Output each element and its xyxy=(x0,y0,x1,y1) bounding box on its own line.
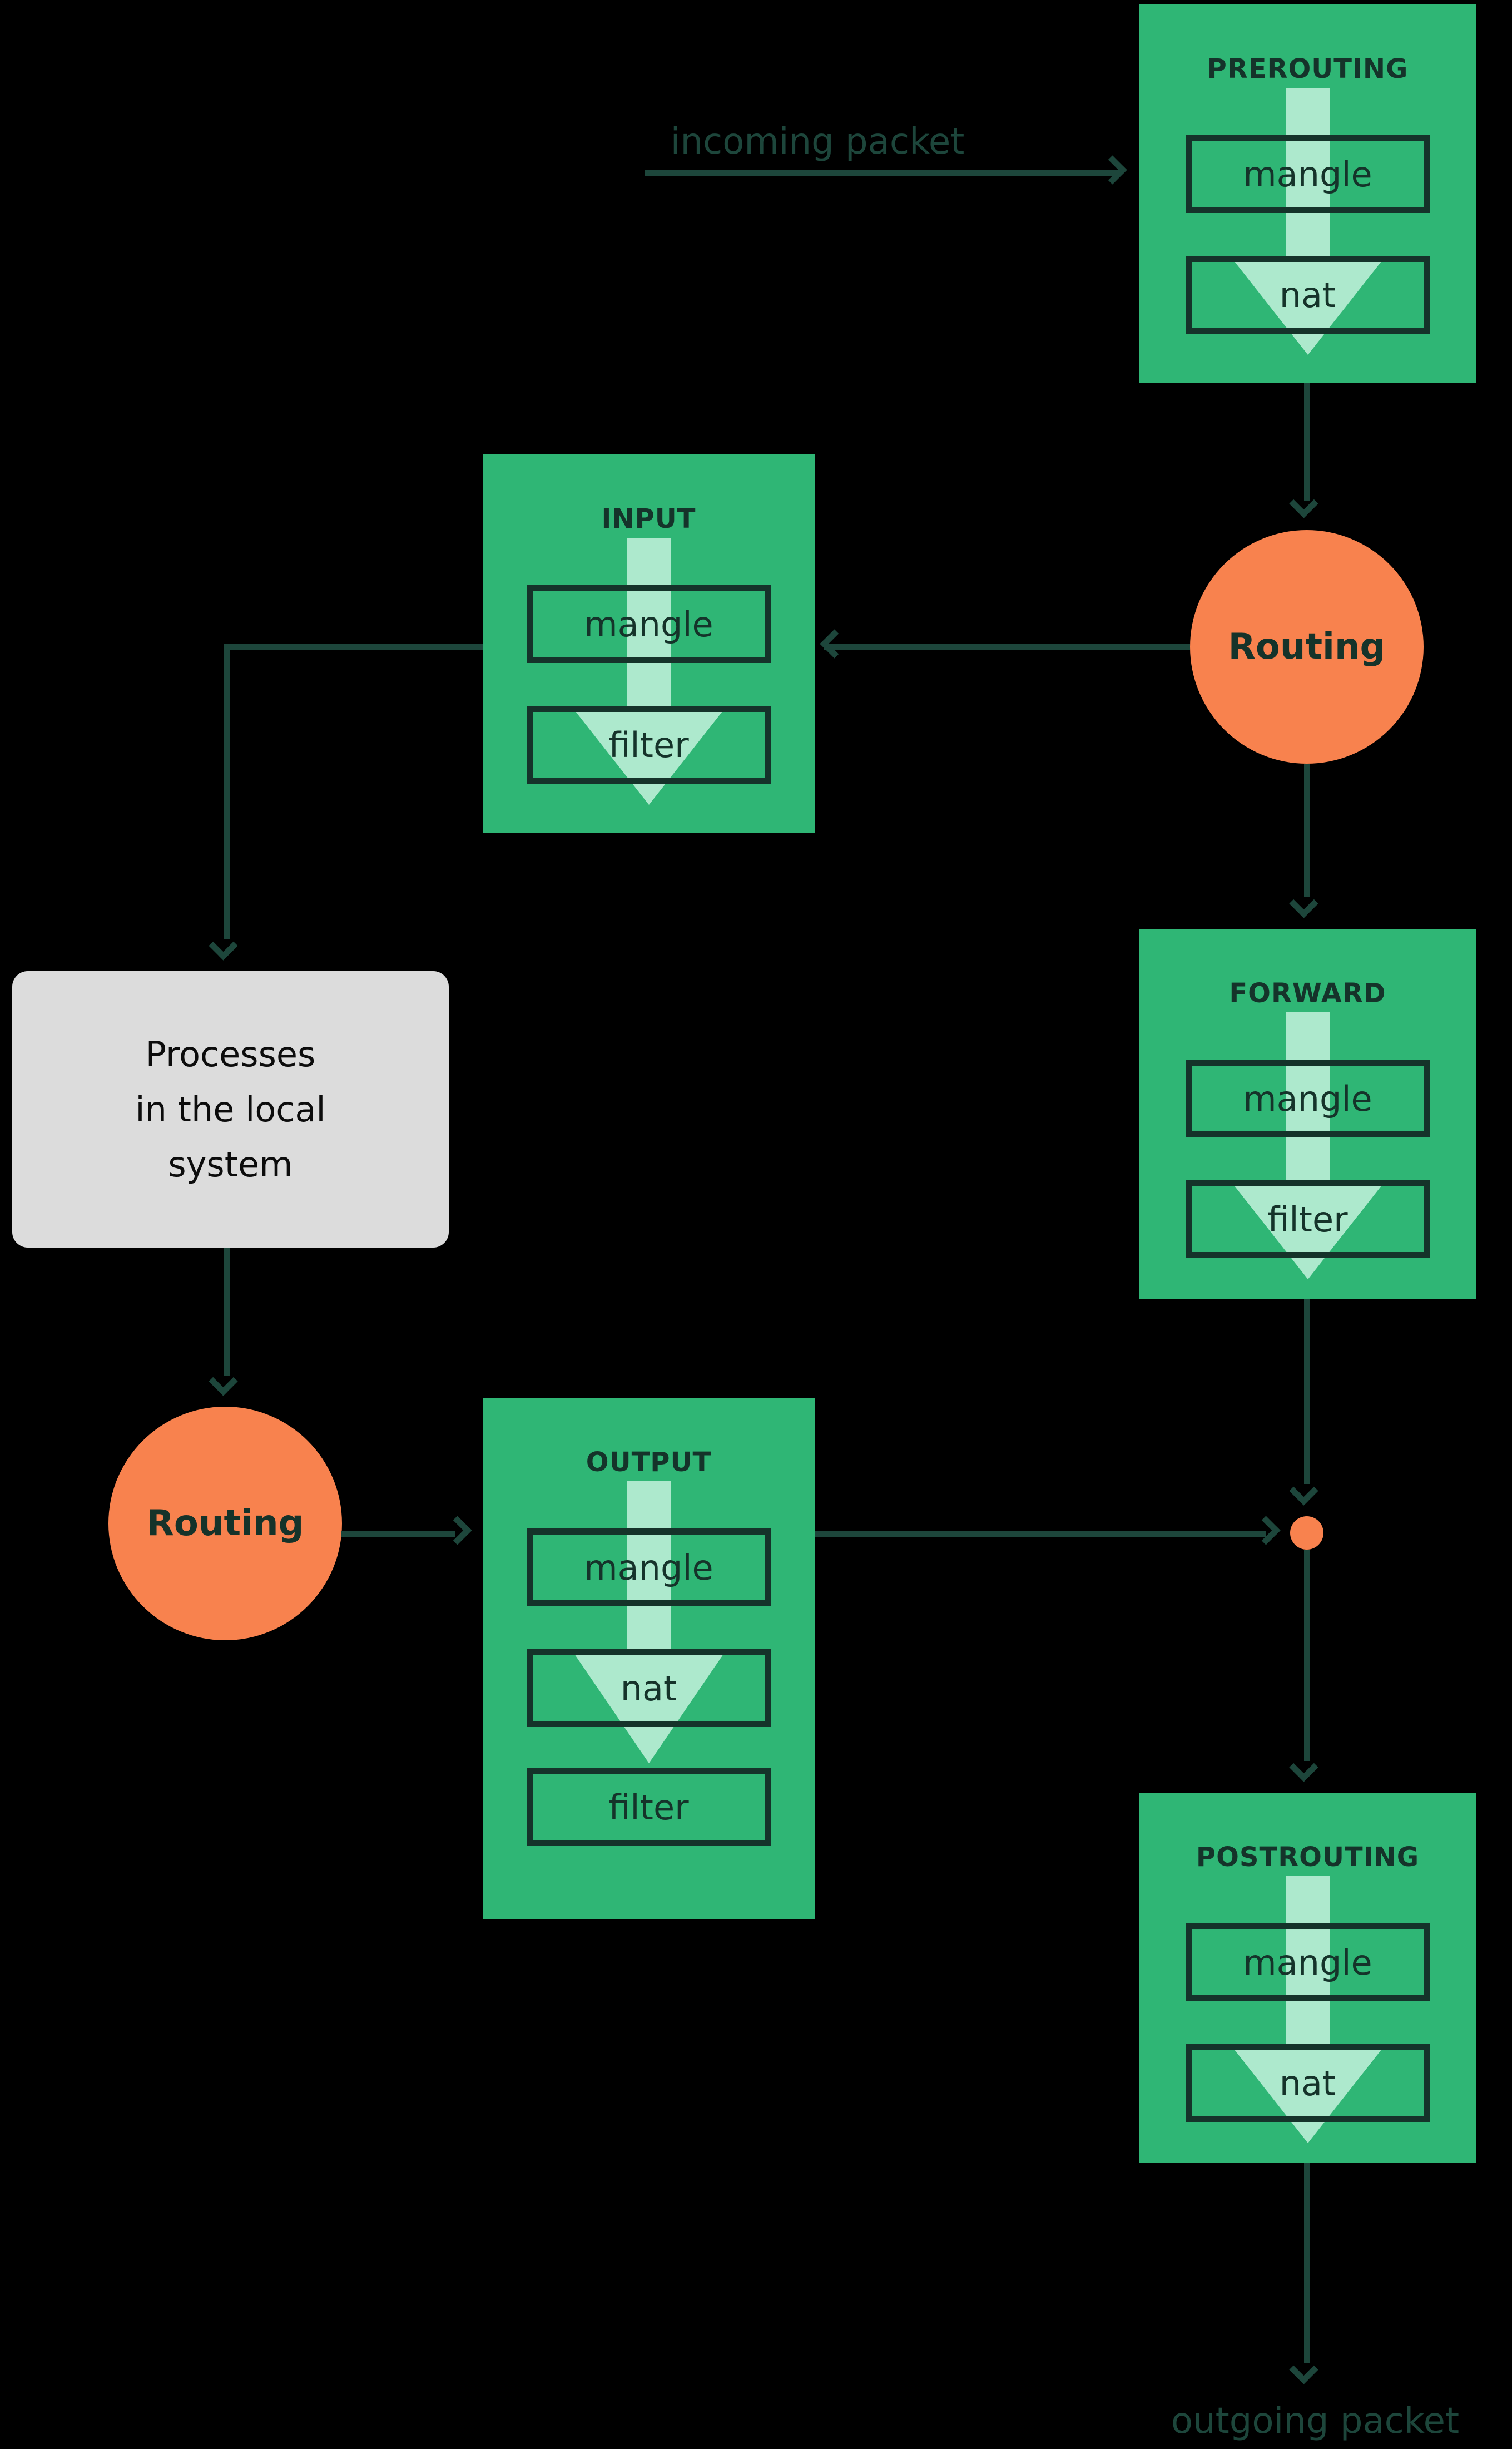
down-arrow-head-icon xyxy=(571,1649,727,1763)
table-box-mangle: mangle xyxy=(1185,1060,1430,1137)
arrowhead-down-icon xyxy=(209,931,238,961)
table-label: nat xyxy=(620,1668,677,1709)
input-to-processes-line-vertical xyxy=(224,644,230,939)
chain-title: PREROUTING xyxy=(1207,53,1409,85)
table-box-filter: filter xyxy=(1185,1180,1430,1258)
table-box-mangle: mangle xyxy=(1185,135,1430,213)
table-label: mangle xyxy=(1243,1942,1372,1983)
table-label: nat xyxy=(1279,274,1336,315)
postrouting-to-outgoing-line xyxy=(1304,2163,1310,2363)
table-box-filter: filter xyxy=(526,706,771,784)
table-label: filter xyxy=(1267,1199,1348,1240)
arrowhead-down-icon xyxy=(1289,889,1318,918)
chain-title: OUTPUT xyxy=(586,1447,712,1478)
table-label: mangle xyxy=(584,1547,713,1588)
junction-to-postrouting-line xyxy=(1304,1550,1310,1761)
routing-node-bottom: Routing xyxy=(108,1407,342,1640)
table-label: filter xyxy=(608,724,689,765)
down-arrow-shaft-icon xyxy=(1286,1876,1330,2044)
down-arrow-head-icon xyxy=(1230,256,1386,355)
down-arrow-shaft-icon xyxy=(627,538,671,706)
routing-to-output-line xyxy=(341,1531,455,1537)
process-box-line: Processes xyxy=(145,1033,316,1075)
arrowhead-right-icon xyxy=(1251,1516,1281,1545)
outgoing-packet-label: outgoing packet xyxy=(1171,2401,1460,2442)
arrowhead-left-icon xyxy=(820,629,849,659)
table-label: nat xyxy=(1279,2062,1336,2104)
chain-box-prerouting: PREROUTING mangle nat xyxy=(1139,4,1476,383)
arrowhead-right-icon xyxy=(1098,155,1127,185)
chain-title: POSTROUTING xyxy=(1196,1842,1420,1873)
routing-to-forward-line xyxy=(1304,764,1310,897)
table-box-mangle: mangle xyxy=(526,1528,771,1606)
down-arrow-shaft-icon xyxy=(627,1481,671,1649)
down-arrow-head-icon xyxy=(571,706,727,805)
table-label: mangle xyxy=(1243,154,1372,195)
table-box-filter: filter xyxy=(526,1768,771,1846)
local-processes-box: Processes in the local system xyxy=(12,971,449,1248)
routing-to-input-line xyxy=(824,644,1190,650)
arrowhead-down-icon xyxy=(1289,1476,1318,1506)
table-box-nat: nat xyxy=(1185,256,1430,334)
arrowhead-down-icon xyxy=(209,1367,238,1396)
chain-box-output: OUTPUT mangle nat filter xyxy=(483,1398,815,1919)
routing-label: Routing xyxy=(1228,626,1386,667)
arrowhead-down-icon xyxy=(1289,489,1318,518)
incoming-arrow-line xyxy=(645,170,1118,176)
chain-title: FORWARD xyxy=(1229,978,1386,1009)
chain-title: INPUT xyxy=(601,503,696,535)
processes-to-routing-line xyxy=(224,1248,230,1376)
arrowhead-right-icon xyxy=(443,1516,472,1545)
table-label: filter xyxy=(608,1787,689,1828)
prerouting-to-routing-line xyxy=(1304,383,1310,501)
table-box-mangle: mangle xyxy=(526,585,771,663)
table-box-nat: nat xyxy=(526,1649,771,1727)
arrowhead-down-icon xyxy=(1289,2355,1318,2384)
output-to-junction-line xyxy=(815,1531,1266,1537)
routing-label: Routing xyxy=(146,1503,304,1544)
routing-node-top: Routing xyxy=(1190,530,1424,764)
chain-box-postrouting: POSTROUTING mangle nat xyxy=(1139,1793,1476,2163)
chain-box-input: INPUT mangle filter xyxy=(483,454,815,833)
table-box-nat: nat xyxy=(1185,2044,1430,2122)
table-label: mangle xyxy=(1243,1078,1372,1119)
merge-junction-dot xyxy=(1290,1516,1323,1550)
chain-box-forward: FORWARD mangle filter xyxy=(1139,929,1476,1299)
down-arrow-head-icon xyxy=(1230,2044,1386,2143)
incoming-packet-label: incoming packet xyxy=(670,121,965,162)
down-arrow-shaft-icon xyxy=(1286,88,1330,256)
table-label: mangle xyxy=(584,603,713,645)
input-to-processes-line-horizontal xyxy=(224,644,483,650)
process-box-line: system xyxy=(168,1144,293,1185)
forward-to-junction-line xyxy=(1304,1299,1310,1484)
down-arrow-shaft-icon xyxy=(1286,1012,1330,1180)
down-arrow-head-icon xyxy=(1230,1180,1386,1279)
process-box-line: in the local xyxy=(135,1089,326,1130)
arrowhead-down-icon xyxy=(1289,1753,1318,1782)
table-box-mangle: mangle xyxy=(1185,1923,1430,2001)
